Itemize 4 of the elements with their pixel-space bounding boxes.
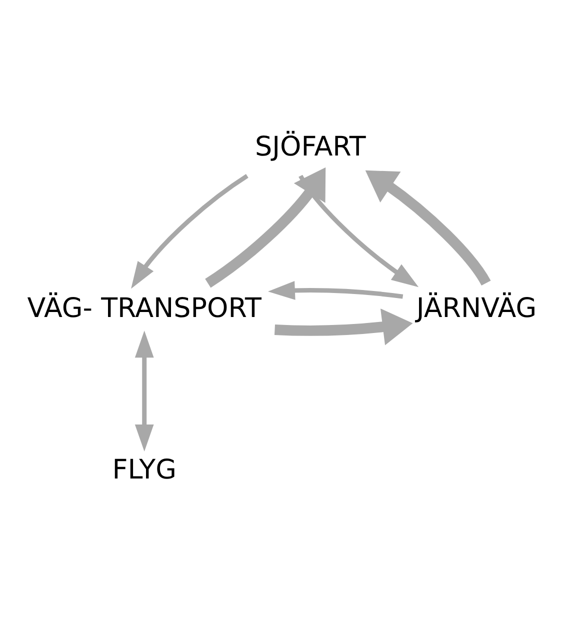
node-text: VÄG- TRANSPORT xyxy=(27,292,262,324)
node-text: SJÖFART xyxy=(255,131,366,162)
node-text: JÄRNVÄG xyxy=(416,292,537,324)
node-text: FLYG xyxy=(112,454,176,486)
